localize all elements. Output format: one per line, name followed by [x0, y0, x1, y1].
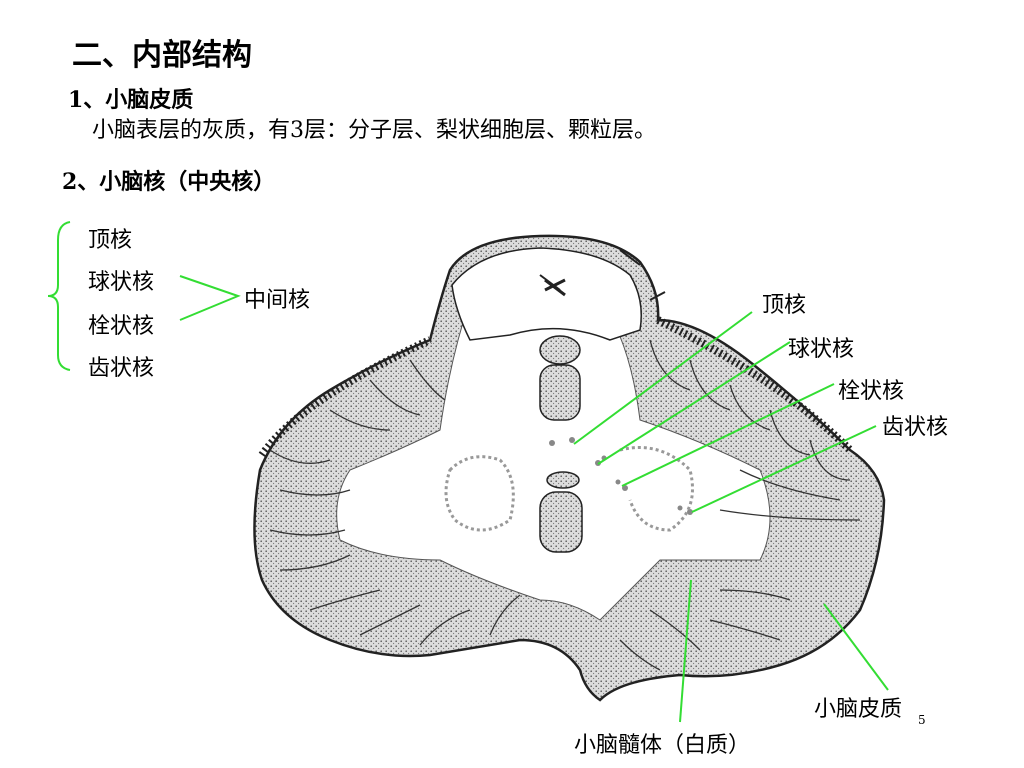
cortex-description: 小脑表层的灰质，有3层：分子层、梨状细胞层、颗粒层。	[92, 118, 656, 143]
vermis-folia	[539, 335, 583, 553]
section-title: 二、内部结构	[72, 38, 252, 73]
label-dentate: 齿状核	[882, 415, 948, 440]
cortex-subtitle: 1、小脑皮质	[68, 87, 194, 113]
nuclei-subtitle: 2、小脑核（中央核）	[62, 169, 276, 195]
label-cortex: 小脑皮质	[814, 697, 902, 722]
group-connector	[179, 275, 241, 321]
nucleus-list-fastigial: 顶核	[88, 228, 133, 253]
annotation-lines	[573, 311, 889, 723]
label-globose: 球状核	[788, 337, 854, 362]
intermediate-nucleus-label: 中间核	[244, 288, 311, 313]
page-number: 5	[918, 713, 926, 727]
dentate-nucleus-shape	[444, 446, 694, 532]
label-emboliform: 栓状核	[838, 379, 904, 404]
nucleus-list-emboliform: 栓状核	[88, 314, 155, 339]
brace-icon	[47, 221, 71, 371]
label-medulla: 小脑髓体（白质）	[574, 733, 750, 758]
nucleus-list-globose: 球状核	[88, 270, 155, 295]
nucleus-list-dentate: 齿状核	[88, 356, 155, 381]
label-fastigial: 顶核	[762, 293, 806, 318]
cortex-rim	[258, 316, 853, 458]
folia-pattern	[269, 339, 861, 671]
